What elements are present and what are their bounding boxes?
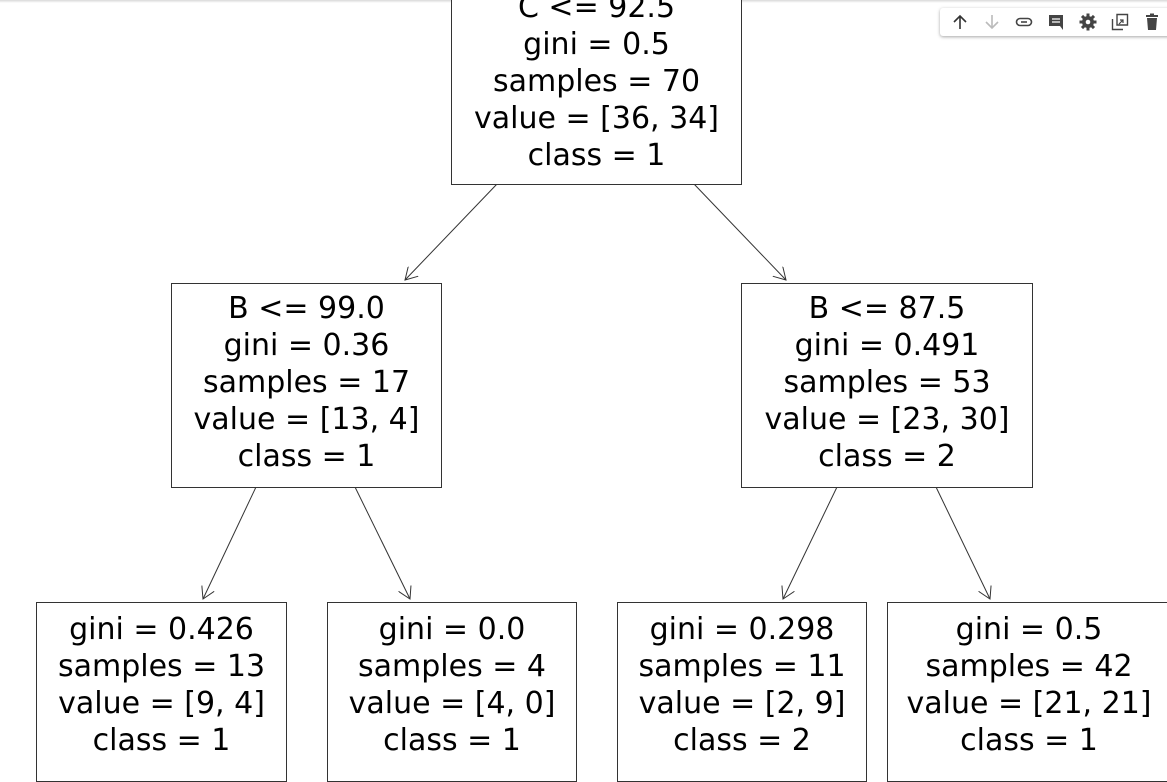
node-line: value = [13, 4] [193, 402, 420, 437]
tree-leaf-ll: gini = 0.426 samples = 13 value = [9, 4]… [36, 602, 287, 782]
node-line: samples = 70 [492, 64, 701, 99]
node-line: value = [2, 9] [638, 686, 846, 721]
tree-node-left: B <= 99.0 gini = 0.36 samples = 17 value… [171, 283, 442, 488]
node-line: gini = 0.298 [649, 612, 835, 647]
node-line: class = 1 [92, 723, 231, 758]
node-line: class = 1 [237, 439, 376, 474]
node-line: B <= 87.5 [808, 291, 966, 326]
node-line: B <= 99.0 [228, 291, 385, 326]
tree-edges [0, 183, 1167, 754]
arrow-down-icon [985, 15, 999, 30]
node-line: gini = 0.5 [955, 612, 1103, 647]
node-line: value = [21, 21] [906, 686, 1152, 721]
gear-icon [1079, 13, 1097, 31]
node-line: value = [9, 4] [58, 686, 265, 721]
link-button[interactable] [1008, 8, 1040, 36]
move-up-button[interactable] [944, 8, 976, 36]
settings-button[interactable] [1072, 8, 1104, 36]
comment-button[interactable] [1040, 8, 1072, 36]
node-line: gini = 0.36 [223, 328, 390, 363]
edge-left-lr [354, 486, 410, 599]
node-line: class = 1 [960, 723, 1098, 758]
edge-right-rr [935, 486, 990, 599]
node-line: samples = 53 [783, 365, 991, 400]
node-line: samples = 42 [925, 649, 1133, 684]
node-line: value = [4, 0] [348, 686, 556, 721]
edge-root-right [693, 183, 786, 280]
comment-icon [1049, 15, 1063, 30]
move-down-button[interactable] [976, 8, 1008, 36]
node-line: class = 1 [527, 138, 666, 173]
edge-right-rl [783, 486, 838, 599]
node-line: class = 2 [818, 439, 956, 474]
trash-icon [1146, 13, 1158, 30]
tree-leaf-lr: gini = 0.0 samples = 4 value = [4, 0] cl… [327, 602, 577, 782]
tree-leaf-rr: gini = 0.5 samples = 42 value = [21, 21]… [887, 602, 1167, 782]
arrow-up-icon [953, 14, 967, 29]
edge-left-ll [203, 486, 257, 599]
delete-button[interactable] [1136, 8, 1167, 36]
link-icon [1015, 17, 1033, 27]
node-line: samples = 13 [57, 649, 266, 684]
node-line: gini = 0.426 [69, 612, 254, 647]
node-line: gini = 0.5 [523, 27, 670, 62]
edge-root-left [405, 183, 498, 280]
mirror-cell-button[interactable] [1104, 8, 1136, 36]
node-line: value = [36, 34] [474, 101, 719, 136]
node-line: samples = 11 [638, 649, 846, 684]
node-line: gini = 0.491 [794, 328, 980, 363]
node-line: gini = 0.0 [378, 612, 526, 647]
node-line: samples = 4 [358, 649, 546, 684]
node-line: class = 2 [673, 723, 811, 758]
node-line: class = 1 [383, 723, 521, 758]
node-line: C <= 92.5 [517, 0, 676, 25]
node-line: value = [23, 30] [764, 402, 1010, 437]
cell-toolbar [940, 8, 1167, 36]
tree-node-root: C <= 92.5 gini = 0.5 samples = 70 value … [451, 0, 742, 185]
mirror-cell-icon [1111, 13, 1129, 31]
node-line: samples = 17 [202, 365, 411, 400]
tree-leaf-rl: gini = 0.298 samples = 11 value = [2, 9]… [617, 602, 867, 782]
tree-node-right: B <= 87.5 gini = 0.491 samples = 53 valu… [741, 283, 1033, 488]
